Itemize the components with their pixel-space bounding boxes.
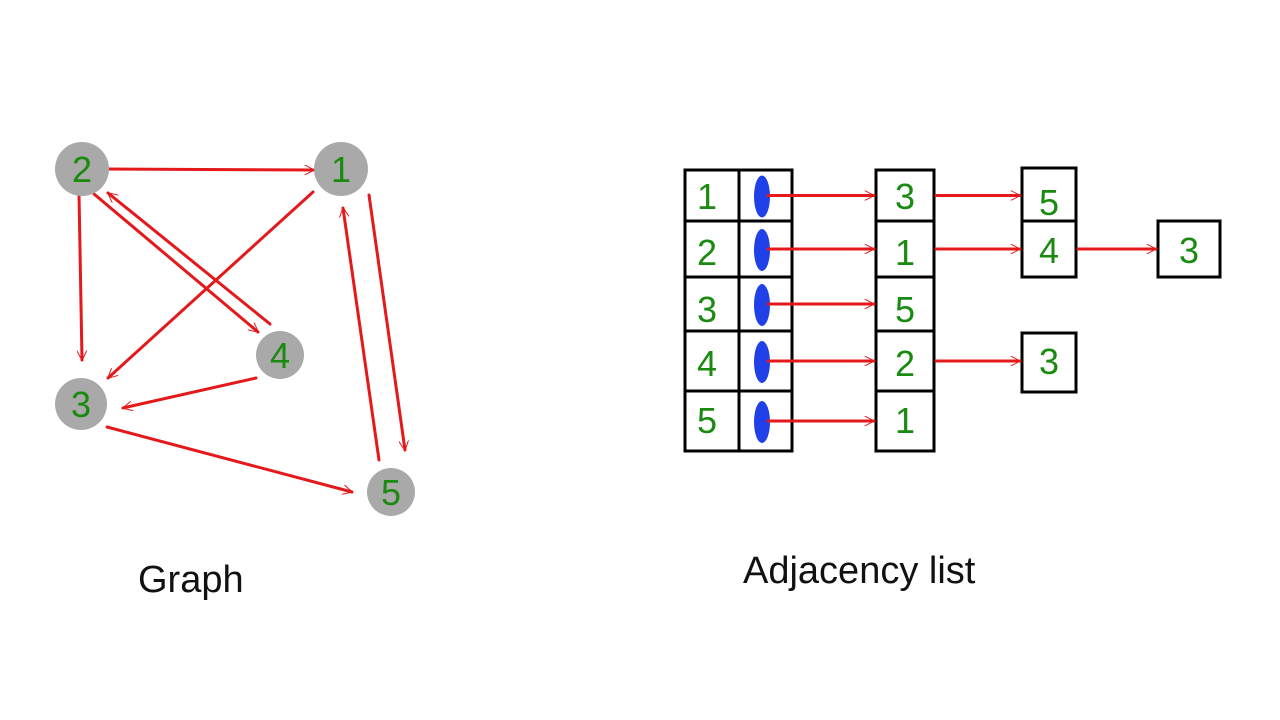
list-node-value-2-1: 1: [895, 232, 915, 273]
vertex-label-4: 4: [697, 343, 717, 384]
vertex-label-5: 5: [697, 400, 717, 441]
first-neighbor-column: [874, 168, 936, 453]
list-node-box-2-2: [1020, 219, 1078, 279]
graph-node-label-3: 3: [71, 384, 91, 425]
vertex-label-1: 1: [697, 176, 717, 217]
edge-5-to-1: [343, 206, 381, 462]
list-node-value-2-2: 4: [1039, 230, 1059, 271]
graph-node-label-5: 5: [381, 472, 401, 513]
list-node-value-2-3: 3: [1179, 230, 1199, 271]
graph-node-3: [55, 378, 107, 430]
graph-edges: [79, 169, 405, 492]
edge-3-to-5: [105, 425, 352, 492]
vertex-label-2: 2: [697, 232, 717, 273]
graph-node-label-4: 4: [270, 335, 290, 376]
edge-4-to-3: [123, 376, 258, 408]
graph-nodes: 1 2 3 4 5: [55, 142, 415, 516]
pointer-dot-2: [754, 229, 770, 271]
list-node-value-1-2: 5: [1039, 182, 1059, 223]
adjacency-boxes: 1 3 5 2 1 4 3 3 5 4 2 3 5 1: [683, 166, 1222, 453]
list-node-box-4-2: [1020, 331, 1078, 394]
edge-2-to-3: [79, 192, 82, 362]
pointer-dot-1: [754, 175, 770, 218]
adjacency-arrows: [766, 196, 1158, 422]
edge-1-to-5: [367, 193, 405, 452]
graph-node-1: [314, 142, 368, 196]
list-node-value-4-2: 3: [1039, 341, 1059, 382]
graph-node-4: [256, 331, 304, 379]
graph-node-2: [55, 142, 109, 196]
list-node-value-3-1: 5: [895, 289, 915, 330]
edge-2-to-4: [92, 192, 260, 334]
vertex-label-3: 3: [697, 289, 717, 330]
list-node-value-1-1: 3: [895, 176, 915, 217]
list-node-value-5-1: 1: [895, 400, 915, 441]
adjacency-list-caption: Adjacency list: [743, 550, 976, 592]
pointer-dot-4: [754, 341, 770, 383]
edge-2-to-1: [104, 169, 316, 170]
list-node-box-2-3: [1156, 219, 1222, 279]
graph-caption: Graph: [138, 559, 244, 601]
graph-node-label-2: 2: [72, 149, 92, 190]
edge-4-to-2: [106, 191, 272, 326]
graph-node-5: [367, 468, 415, 516]
pointer-dot-3: [754, 284, 770, 326]
graph-node-label-1: 1: [331, 149, 351, 190]
list-node-value-4-1: 2: [895, 343, 915, 384]
pointer-dot-5: [754, 401, 770, 443]
edge-1-to-3: [106, 190, 315, 380]
